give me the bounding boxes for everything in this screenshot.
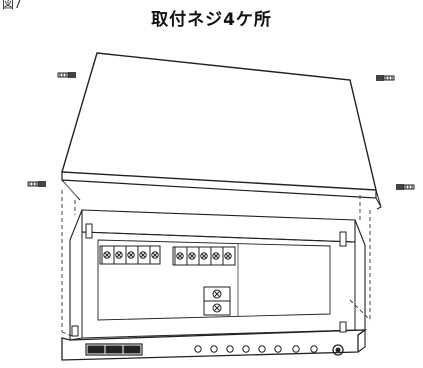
indicator-icon bbox=[210, 345, 218, 353]
indicator-icon bbox=[258, 345, 266, 353]
indicator-icon bbox=[242, 345, 250, 353]
terminal-screw-icon bbox=[198, 247, 208, 265]
terminal-screw-icon bbox=[222, 247, 232, 265]
figure-label: 図7 bbox=[2, 0, 22, 11]
front-panel-display bbox=[85, 343, 143, 356]
knob-icon bbox=[332, 344, 344, 356]
diagram-title: 取付ネジ4ケ所 bbox=[151, 10, 272, 30]
front-panel-indicators bbox=[194, 345, 318, 353]
terminal-block-icon bbox=[101, 246, 232, 265]
indicator-icon bbox=[274, 345, 282, 353]
terminal-screw-icon bbox=[113, 246, 123, 264]
terminal-screw-icon bbox=[174, 247, 184, 265]
terminal-screw-icon bbox=[186, 247, 196, 265]
terminal-screw-icon bbox=[149, 246, 159, 264]
indicator-icon bbox=[226, 345, 234, 353]
terminal-screw-icon bbox=[125, 246, 135, 264]
circuit-board bbox=[97, 239, 331, 321]
terminal-screw-icon bbox=[137, 246, 147, 264]
terminal-block-icon bbox=[203, 286, 231, 316]
screw-icon bbox=[27, 181, 46, 187]
screw-icon bbox=[396, 184, 415, 190]
cover-panel bbox=[61, 52, 382, 210]
terminal-screw-icon bbox=[210, 247, 220, 265]
terminal-screw-icon bbox=[101, 246, 111, 264]
indicator-icon bbox=[310, 345, 318, 353]
indicator-icon bbox=[194, 345, 202, 353]
indicator-icon bbox=[292, 345, 300, 353]
chassis-box bbox=[61, 209, 368, 361]
screw-icon bbox=[376, 75, 395, 81]
screw-icon bbox=[57, 72, 76, 78]
terminal-block-row bbox=[99, 245, 236, 266]
